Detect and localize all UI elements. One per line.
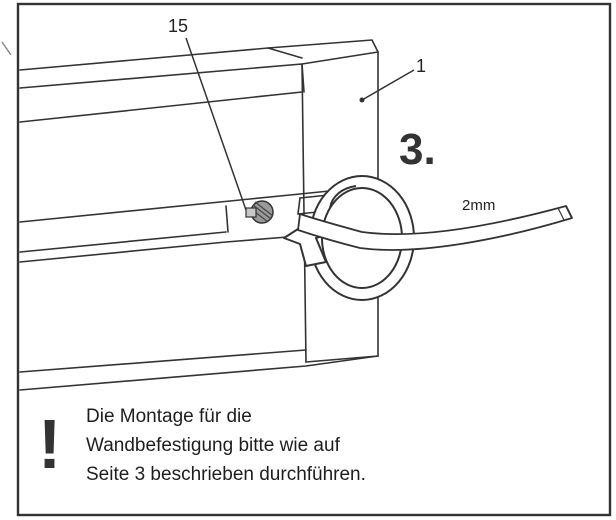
tool-size-label: 2mm bbox=[462, 197, 495, 214]
instruction-line-2: Wandbefestigung bitte wie auf bbox=[86, 435, 340, 456]
screw-15 bbox=[245, 200, 274, 224]
top-panel-back-edge bbox=[19, 47, 303, 71]
lower-panel-edge bbox=[19, 349, 307, 373]
side-panel-top-edge bbox=[267, 39, 379, 53]
callout-leader-15 bbox=[185, 37, 247, 211]
scan-mark bbox=[1, 41, 12, 56]
rail-joint bbox=[225, 205, 229, 233]
rail-bottom-edge bbox=[19, 231, 227, 253]
bottom-base-edge bbox=[19, 355, 379, 391]
figure-frame bbox=[16, 2, 612, 517]
callout-dot-1 bbox=[359, 97, 365, 103]
top-panel-inner-edge bbox=[19, 91, 303, 123]
callout-1: 1 bbox=[416, 56, 426, 76]
instruction-line-3: Seite 3 beschrieben durchführen. bbox=[86, 464, 366, 485]
hex-key-tool bbox=[297, 205, 573, 251]
lower-panel-top-edge bbox=[19, 235, 301, 263]
callout-15: 15 bbox=[168, 16, 188, 36]
warning-exclamation-icon: ! bbox=[38, 405, 61, 483]
instruction-line-1: Die Montage für die bbox=[86, 406, 252, 427]
top-panel-front-edge bbox=[19, 51, 379, 89]
callout-leader-1 bbox=[361, 69, 415, 101]
rail-slot-end bbox=[297, 197, 301, 215]
instruction-note: Die Montage für die Wandbefestigung bitt… bbox=[86, 402, 586, 489]
step-number: 3. bbox=[399, 125, 436, 174]
